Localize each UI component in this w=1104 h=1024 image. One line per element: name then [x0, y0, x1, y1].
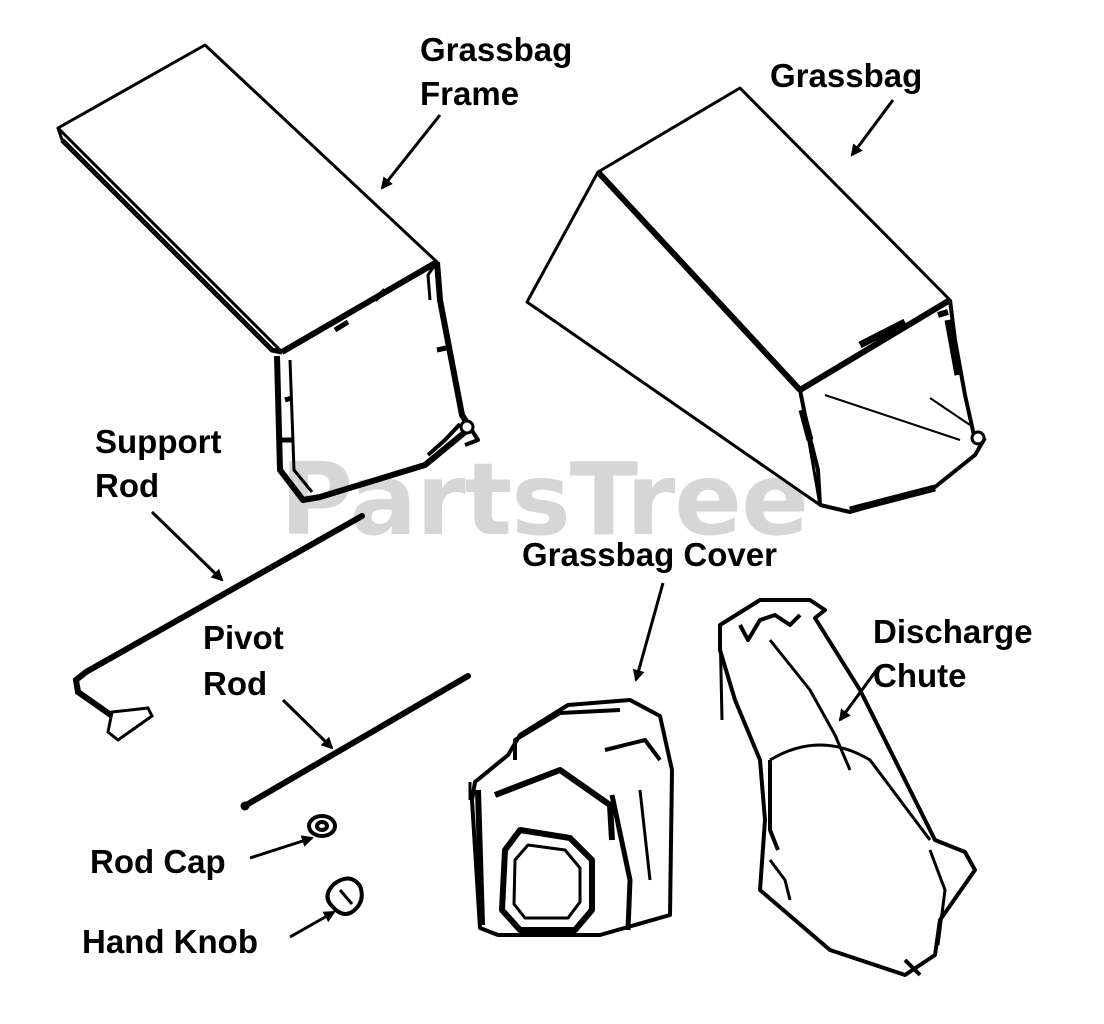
support-rod-label-line1: Support — [95, 423, 222, 460]
hand-knob-label: Hand Knob — [82, 923, 258, 960]
discharge-chute-label-line1: Discharge — [873, 613, 1033, 650]
discharge-chute-part — [718, 598, 977, 977]
grassbag-frame-label-line2: Frame — [420, 75, 520, 112]
grassbag-cover-arrow — [632, 582, 665, 682]
discharge-chute-arrow — [838, 667, 880, 722]
grassbag-part — [525, 86, 987, 514]
grassbag-label: Grassbag — [770, 57, 923, 94]
support-rod-label-line2: Rod — [95, 467, 160, 504]
grassbag-frame-arrow — [380, 114, 442, 190]
rod-cap-part — [307, 814, 337, 838]
grassbag-cover-part — [468, 698, 674, 937]
pivot-rod-part — [240, 673, 471, 811]
watermark: PartsTree — [280, 441, 809, 558]
pivot-rod-arrow — [281, 698, 334, 750]
grassbag-frame-part — [56, 43, 480, 503]
support-rod-part — [72, 513, 365, 742]
grassbag-arrow — [850, 99, 895, 157]
leader-arrows — [150, 99, 895, 939]
hand-knob-arrow — [289, 910, 336, 939]
discharge-chute-label-line2: Chute — [873, 657, 967, 694]
grassbag-frame-label-line1: Grassbag — [420, 31, 573, 68]
grassbag-cover-label: Grassbag Cover — [522, 536, 777, 573]
rod-cap-label: Rod Cap — [90, 843, 226, 880]
rod-cap-arrow — [249, 835, 314, 860]
hand-knob-part — [325, 876, 364, 916]
pivot-rod-label-line2: Rod — [203, 665, 268, 702]
support-rod-arrow — [150, 510, 224, 582]
pivot-rod-label-line1: Pivot — [203, 619, 284, 656]
